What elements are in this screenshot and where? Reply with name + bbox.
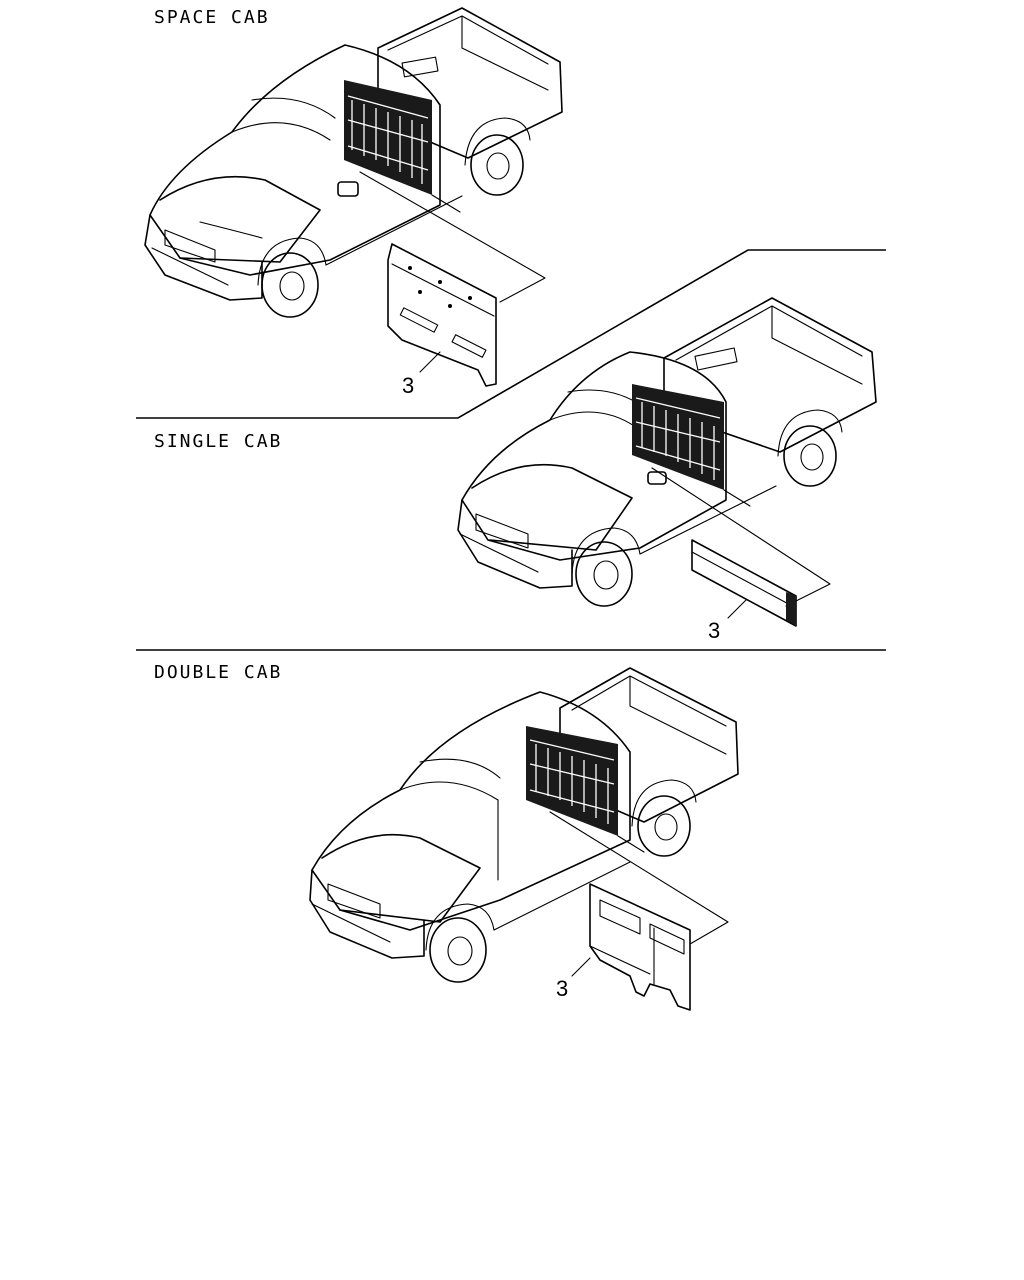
section-label-single-cab: SINGLE CAB [154,431,282,452]
floor-insulator-part [387,243,497,387]
divider-space-single [136,249,886,419]
section-label-double-cab: DOUBLE CAB [154,662,282,683]
double-cab-truck-illustration [309,667,739,983]
space-cab-truck-illustration [144,7,563,318]
floor-insulator-part [589,883,691,1011]
part-number-single-cab: 3 [708,618,720,643]
floor-insulator-part [691,539,797,627]
part-number-space-cab: 3 [402,373,414,398]
part-number-double-cab: 3 [556,976,568,1001]
section-label-space-cab: SPACE CAB [154,7,270,28]
single-cab-truck-illustration [457,297,877,607]
